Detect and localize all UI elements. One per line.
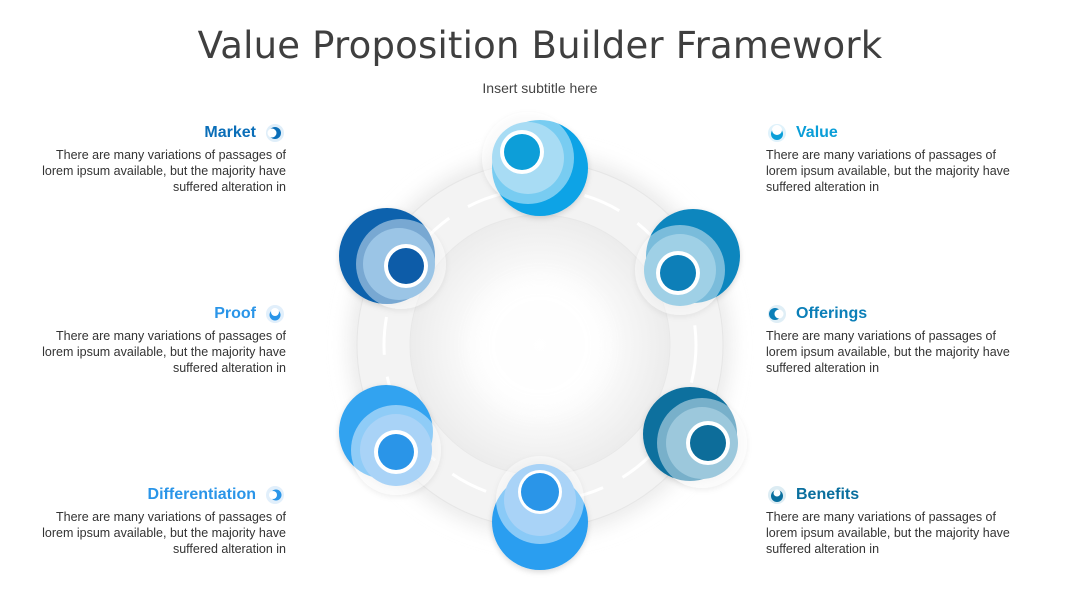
- node-offerings: [635, 209, 740, 315]
- offerings-icon: [768, 305, 786, 323]
- differentiation-icon: [266, 486, 284, 504]
- market-description: There are many variations of passages of…: [42, 148, 286, 194]
- node-benefits: [643, 387, 747, 488]
- value-icon: [768, 124, 786, 142]
- benefits-description: There are many variations of passages of…: [766, 510, 1010, 556]
- market-icon: [266, 124, 284, 142]
- center-highlight: [474, 279, 606, 411]
- value-label: Value: [796, 124, 838, 141]
- proof-icon: [266, 305, 284, 323]
- block-offerings: Offerings There are many variations of p…: [766, 303, 1026, 376]
- block-benefits: Benefits There are many variations of pa…: [766, 484, 1026, 557]
- block-differentiation: Differentiation There are many variation…: [26, 484, 286, 557]
- block-proof: Proof There are many variations of passa…: [26, 303, 286, 376]
- benefits-label: Benefits: [796, 486, 860, 503]
- differentiation-label: Differentiation: [147, 486, 256, 503]
- proof-label: Proof: [214, 305, 256, 322]
- page-subtitle: Insert subtitle here: [482, 80, 598, 96]
- node-bottom: [492, 456, 588, 570]
- offerings-description: There are many variations of passages of…: [766, 329, 1010, 375]
- differentiation-description: There are many variations of passages of…: [42, 510, 286, 556]
- value-description: There are many variations of passages of…: [766, 148, 1010, 194]
- node-market: [339, 208, 446, 309]
- block-market: Market There are many variations of pass…: [26, 122, 286, 195]
- block-value: Value There are many variations of passa…: [766, 122, 1026, 195]
- node-value: [482, 112, 588, 216]
- offerings-label: Offerings: [796, 305, 868, 322]
- proof-description: There are many variations of passages of…: [42, 329, 286, 375]
- page-title: Value Proposition Builder Framework: [197, 24, 883, 67]
- benefits-icon: [768, 486, 786, 504]
- market-label: Market: [204, 124, 256, 141]
- node-differentiation: [339, 385, 441, 495]
